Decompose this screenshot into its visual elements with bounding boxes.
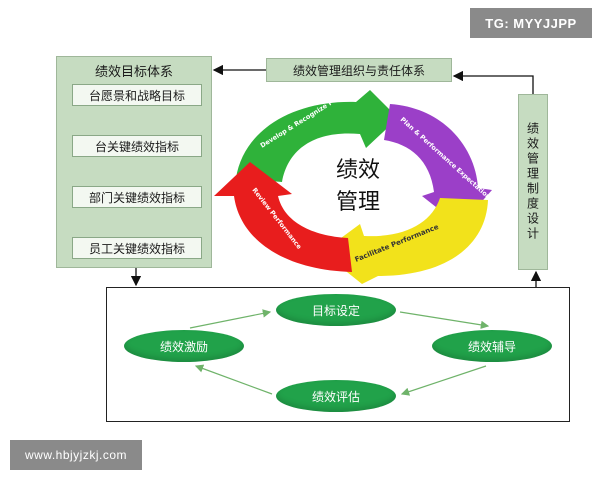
flow-coach-to-eval	[400, 365, 487, 396]
watermark-bottom: www.hbjyjzkj.com	[10, 440, 142, 470]
oval-evaluation: 绩效评估	[276, 380, 396, 412]
goal-item-company-kpi: 台关键绩效指标	[72, 135, 202, 157]
oval-goal-setting: 目标设定	[276, 294, 396, 326]
goal-item-dept-kpi: 部门关键绩效指标	[72, 186, 202, 208]
goal-item-vision: 台愿景和战略目标	[72, 84, 202, 106]
cycle-arrow-purple	[384, 104, 492, 226]
cycle-arrow-green	[236, 90, 398, 182]
arrow-right-to-top	[452, 70, 534, 94]
process-cycle-frame	[106, 287, 570, 422]
goal-system-title: 绩效目标体系	[94, 65, 173, 80]
goal-item-staff-kpi: 员工关键绩效指标	[72, 237, 202, 259]
flow-incent-to-set	[189, 309, 272, 329]
organization-responsibility-box: 绩效管理组织与责任体系	[266, 58, 452, 82]
flow-set-to-coach	[399, 311, 490, 330]
watermark-top: TG: MYYJJPP	[470, 8, 592, 38]
system-design-panel: 绩效管理制度设计	[518, 94, 548, 270]
cycle-arrow-red	[214, 162, 352, 272]
cycle-arrow-yellow	[322, 198, 488, 284]
flow-eval-to-incent	[194, 364, 273, 395]
oval-incentive: 绩效激励	[124, 330, 244, 362]
cycle-center-text: 绩效 管理	[318, 155, 398, 219]
cycle-center-line-2: 管理	[335, 190, 380, 215]
cycle-center-line-1: 绩效	[335, 158, 380, 183]
oval-coaching: 绩效辅导	[432, 330, 552, 362]
